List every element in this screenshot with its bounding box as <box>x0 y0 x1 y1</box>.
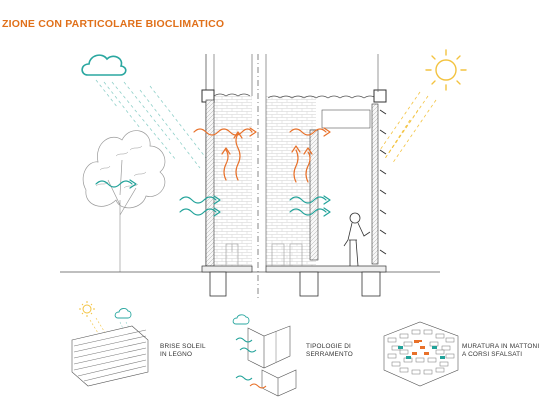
warm-airflow-arrows <box>193 127 331 183</box>
left-building-section <box>201 54 253 297</box>
cloud-icon <box>81 54 127 76</box>
legend-muratura-drawing <box>383 321 459 387</box>
legend-label-muratura: MURATURA IN MATTONI A CORSI SFALSATI <box>462 343 540 358</box>
legend-serramento-drawing <box>232 314 297 397</box>
right-building-section <box>265 54 387 297</box>
legend-brise-soleil-drawing <box>71 301 149 387</box>
sun-rays <box>379 91 437 165</box>
diagram-title: ZIONE CON PARTICOLARE BIOCLIMATICO <box>2 18 225 30</box>
legend-label-serramento: TIPOLOGIE DI SERRAMENTO <box>306 343 353 358</box>
person-icon <box>343 212 371 267</box>
cool-airflow-arrows <box>95 179 331 217</box>
rain-lines <box>95 79 207 169</box>
sun-icon <box>425 49 467 91</box>
legend-label-brise-soleil: BRISE SOLEIL IN LEGNO <box>160 343 206 358</box>
tree-icon <box>82 130 166 272</box>
